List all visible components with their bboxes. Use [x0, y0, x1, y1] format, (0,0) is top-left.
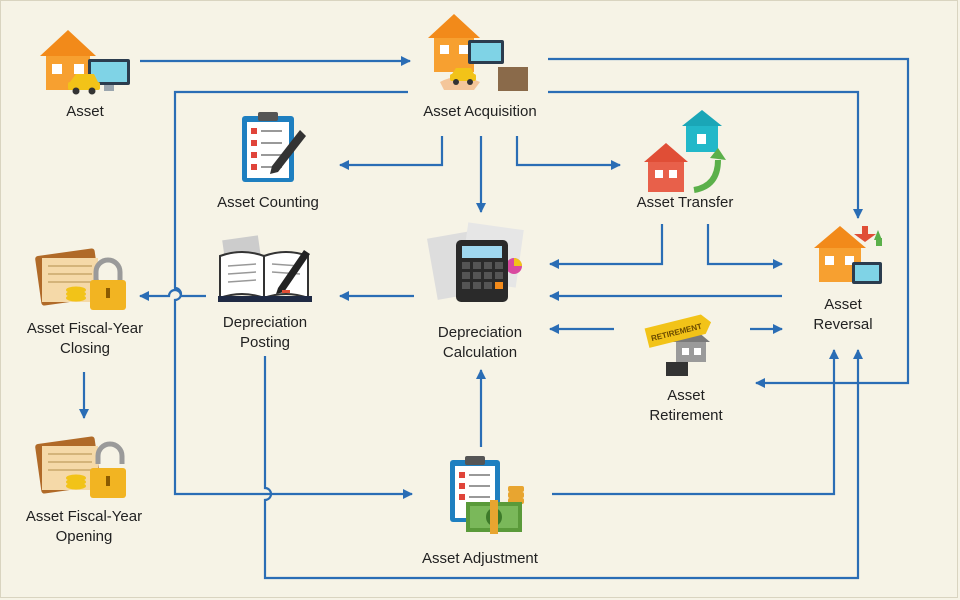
fy-closing-label-line2: Closing	[59, 340, 111, 357]
node-label-fy-closing: Asset Fiscal-Year Closing	[27, 319, 143, 359]
house-computer-car-icon	[40, 30, 130, 95]
retirement-label-line2: Retirement	[649, 407, 723, 424]
fy-closing-label-line1: Asset Fiscal-Year	[26, 320, 144, 337]
house-purchase-icon	[428, 14, 528, 91]
fy-opening-label-line2: Opening	[55, 528, 113, 545]
calculator-icon	[426, 222, 524, 302]
retirement-sign-icon: RETIREMENT	[644, 314, 712, 376]
counting-label: Asset Counting	[217, 194, 319, 211]
retirement-label-line1: Asset	[667, 387, 705, 404]
node-label-fy-opening: Asset Fiscal-Year Opening	[26, 507, 142, 547]
transfer-label: Asset Transfer	[636, 194, 734, 211]
clipboard-checklist-icon	[242, 112, 306, 182]
ledger-book-icon	[218, 235, 312, 302]
node-label-reversal: Asset Reversal	[813, 295, 872, 335]
calculation-label-line2: Calculation	[442, 344, 518, 361]
node-label-transfer: Asset Transfer	[637, 193, 734, 213]
acquisition-label: Asset Acquisition	[423, 103, 537, 120]
arrow-posting-to-closing	[139, 288, 206, 301]
posting-label-line1: Depreciation	[222, 314, 308, 331]
arrow-acquisition-to-transfer	[515, 136, 621, 170]
reversal-label-line1: Asset	[824, 296, 862, 313]
adjustment-label: Asset Adjustment	[422, 550, 538, 567]
flow-arrows	[79, 56, 910, 580]
node-label-depreciation-posting: Depreciation Posting	[223, 313, 307, 353]
reversal-label-line2: Reversal	[813, 316, 873, 333]
node-label-adjustment: Asset Adjustment	[422, 549, 538, 569]
arrow-acquisition-outer-to-reversal	[548, 57, 910, 388]
arrow-transfer-to-calculation	[549, 224, 664, 269]
fy-opening-label-line1: Asset Fiscal-Year	[25, 508, 143, 525]
houses-transfer-icon	[644, 110, 726, 193]
arrow-transfer-to-reversal	[706, 224, 783, 269]
calculation-label-line1: Depreciation	[437, 324, 523, 341]
checklist-money-icon	[450, 456, 524, 534]
node-label-depreciation-calculation: Depreciation Calculation	[438, 323, 522, 363]
node-label-acquisition: Asset Acquisition	[423, 102, 536, 122]
locked-ledger-icon	[35, 248, 126, 310]
node-label-retirement: Asset Retirement	[649, 386, 722, 426]
arrow-posting-to-reversal	[263, 349, 863, 580]
house-reversal-icon	[814, 226, 882, 284]
posting-label-line2: Posting	[239, 334, 291, 351]
node-label-asset: Asset	[66, 102, 104, 122]
arrow-acquisition-to-counting	[339, 136, 444, 170]
arrow-acquisition-to-reversal	[548, 90, 863, 219]
node-label-counting: Asset Counting	[217, 193, 319, 213]
asset-label: Asset	[66, 103, 104, 120]
unlocked-ledger-icon	[35, 436, 126, 498]
arrow-adjustment-to-reversal	[552, 349, 839, 496]
